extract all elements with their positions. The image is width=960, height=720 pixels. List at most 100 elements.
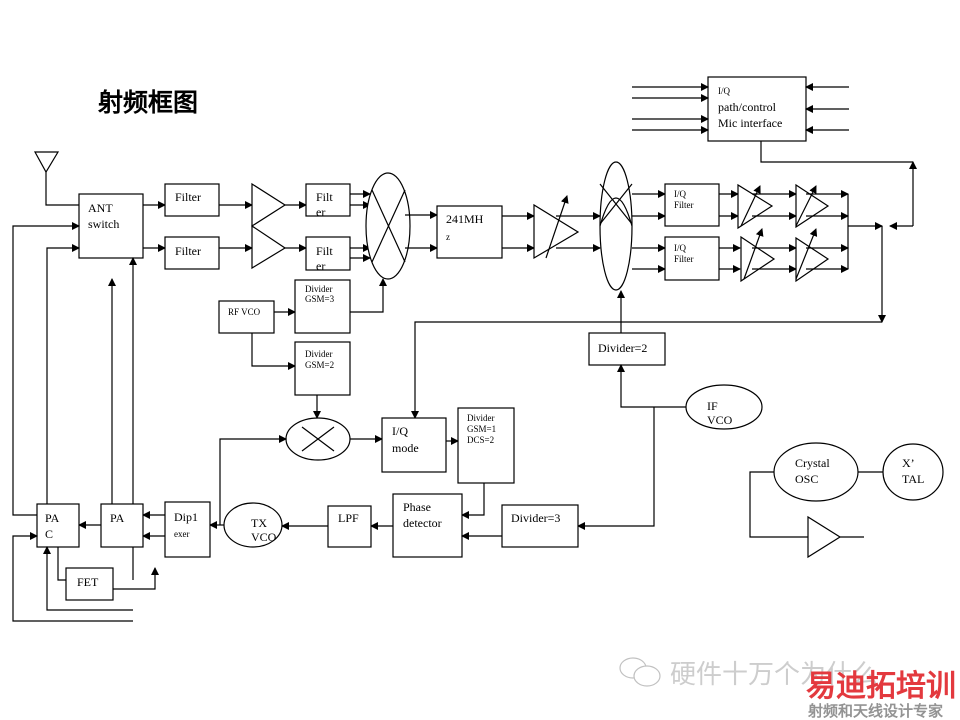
diagram-line bbox=[12, 222, 80, 516]
diagram-line bbox=[294, 341, 351, 396]
diagram-line bbox=[350, 278, 387, 313]
block-label: 241MH bbox=[446, 212, 484, 226]
diagram-line bbox=[795, 185, 817, 227]
diagram-line bbox=[501, 504, 579, 548]
diagram-line bbox=[599, 183, 633, 225]
diagram-line bbox=[219, 435, 287, 525]
divider-gsm3-block: Divider GSM=3 bbox=[294, 279, 351, 334]
diagram-line bbox=[251, 333, 296, 370]
diagram-line bbox=[305, 183, 351, 217]
block-label: Divider=3 bbox=[511, 511, 560, 525]
block-label: X’ bbox=[902, 456, 915, 470]
page-title: 射频框图 bbox=[97, 88, 198, 117]
diagram-line bbox=[100, 503, 144, 548]
block-label: er bbox=[316, 205, 325, 219]
diagram-line bbox=[78, 193, 144, 259]
diagram-line bbox=[795, 228, 818, 280]
diagram-line bbox=[113, 567, 159, 590]
wechat-icon bbox=[619, 657, 661, 687]
diagram-line bbox=[301, 426, 335, 452]
diagram-line bbox=[436, 205, 503, 259]
block-label: I/Q bbox=[674, 243, 686, 253]
diagram-line bbox=[545, 195, 569, 259]
diagram-line bbox=[707, 76, 807, 142]
block-label: C bbox=[45, 527, 53, 541]
diagram-line bbox=[218, 300, 275, 334]
diagram-line bbox=[588, 332, 666, 366]
divider-gsm2-block: Divider GSM=2 bbox=[294, 341, 351, 396]
diagram-line bbox=[65, 567, 114, 601]
clock-buffer-amplifier bbox=[807, 515, 842, 559]
diagram-line bbox=[740, 185, 761, 227]
block-label: TAL bbox=[902, 472, 924, 486]
block-label: mode bbox=[392, 441, 419, 455]
block-label: VCO bbox=[707, 413, 733, 427]
block-label: Filter bbox=[175, 190, 201, 204]
block-label: TX bbox=[251, 516, 267, 530]
diagram-line bbox=[633, 665, 661, 687]
filt-er-block-1: Filt er bbox=[305, 183, 351, 219]
diagram-line bbox=[743, 228, 764, 280]
diagram-line bbox=[685, 384, 763, 430]
block-label: Mic interface bbox=[718, 116, 782, 130]
block-label: IF bbox=[707, 399, 718, 413]
block-label: FET bbox=[77, 575, 99, 589]
filter-block-2: Filter bbox=[164, 236, 220, 270]
control-signal-arrows bbox=[632, 83, 849, 134]
divider-2-block: Divider=2 bbox=[588, 332, 666, 366]
block-label: Filter bbox=[674, 200, 694, 210]
diagram-line bbox=[533, 203, 580, 260]
diagram-line bbox=[294, 279, 351, 334]
diagram-line bbox=[882, 443, 944, 501]
variable-gain-amplifier bbox=[533, 195, 580, 260]
block-label: path/control bbox=[718, 100, 777, 114]
block-label: GSM=2 bbox=[305, 360, 334, 370]
diagram-line bbox=[461, 483, 485, 519]
diagram-line bbox=[164, 501, 211, 558]
diagram-line bbox=[57, 547, 66, 581]
block-label: er bbox=[316, 259, 325, 273]
diagram-line bbox=[749, 471, 808, 538]
diagram-line bbox=[43, 546, 133, 611]
tx-vco-oscillator: TX VCO bbox=[223, 502, 283, 548]
diagram-line bbox=[392, 493, 463, 558]
diagram-line bbox=[33, 151, 60, 174]
block-label: detector bbox=[403, 516, 442, 530]
block-label: z bbox=[446, 232, 450, 242]
iq-modulator-block: I/Q mode bbox=[381, 417, 447, 473]
block-label: RF VCO bbox=[228, 307, 261, 317]
pac-block: PA C bbox=[36, 503, 80, 548]
diagram-line bbox=[617, 364, 686, 408]
diagram-line bbox=[411, 321, 882, 419]
block-label: DCS=2 bbox=[467, 435, 494, 445]
block-label: Divider bbox=[467, 413, 495, 423]
diagram-line bbox=[599, 161, 633, 291]
watermark: 硬件十万个为什么 易迪拓培训 射频和天线设计专家 bbox=[619, 657, 956, 720]
block-label: Crystal bbox=[795, 456, 830, 470]
block-label: OSC bbox=[795, 472, 818, 486]
divider-3-block: Divider=3 bbox=[501, 504, 579, 548]
block-label: Filt bbox=[316, 190, 333, 204]
ant-switch-block: ANT switch bbox=[78, 193, 144, 259]
diagram-line bbox=[36, 503, 80, 548]
diagram-line bbox=[12, 532, 133, 622]
diagram-line bbox=[45, 172, 79, 206]
block-label: Dip1 bbox=[174, 510, 198, 524]
diagram-line bbox=[46, 244, 80, 504]
block-label: I/Q bbox=[392, 424, 408, 438]
crystal-osc-oscillator: Crystal OSC bbox=[773, 442, 859, 502]
diagram-line bbox=[664, 236, 720, 281]
pa-block: PA bbox=[100, 503, 144, 548]
block-label: Phase bbox=[403, 500, 431, 514]
block-label: Filter bbox=[674, 254, 694, 264]
diagram-line bbox=[760, 141, 913, 163]
iq-filter-block-1: I/Q Filter bbox=[664, 183, 720, 227]
if-vco-oscillator: IF VCO bbox=[685, 384, 763, 430]
block-label: 射频和天线设计专家 bbox=[807, 702, 943, 720]
baseband-amplifiers bbox=[719, 141, 917, 323]
tx-mixer bbox=[285, 417, 351, 461]
divider-gsm1-dcs2-block: Divider GSM=1 DCS=2 bbox=[457, 407, 515, 484]
diagram-line bbox=[795, 183, 830, 229]
if-241mhz-block: 241MH z bbox=[436, 205, 503, 259]
